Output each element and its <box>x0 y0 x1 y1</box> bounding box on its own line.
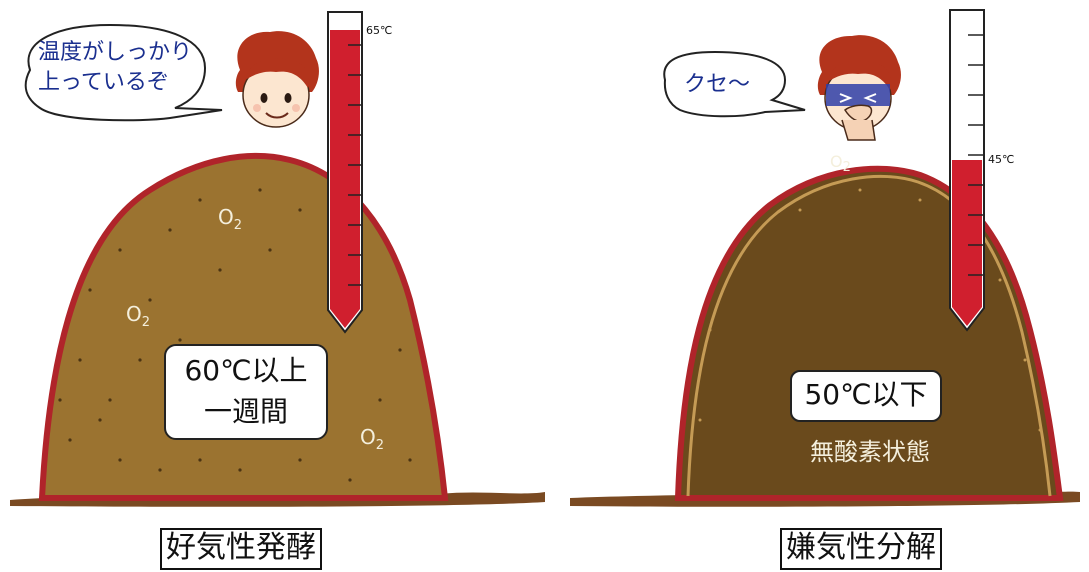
left-speech-line-2: 上っているぞ <box>38 70 169 95</box>
disgusted-boy-icon <box>817 35 901 141</box>
left-speech-line-1: 温度がしっかり <box>38 40 193 65</box>
right-mound-inner-edge <box>686 174 1052 497</box>
left-info-line-1: 60℃以上 <box>184 354 308 387</box>
right-speech-bubble <box>663 50 806 118</box>
happy-boy-icon <box>235 31 319 128</box>
left-info-box: 60℃以上 一週間 <box>164 344 328 440</box>
right-state-label: 無酸素状態 <box>810 438 930 466</box>
right-info-line-1: 50℃以下 <box>804 378 928 411</box>
left-caption: 好気性発酵 <box>160 528 322 570</box>
left-thermometer-reading: 65℃ <box>366 24 393 37</box>
left-compost-mound <box>38 153 449 501</box>
right-speech-line-1: クセ〜 <box>684 72 751 97</box>
left-o2-label-1: O2 <box>218 205 243 233</box>
left-speech-bubble <box>24 23 223 122</box>
left-o2-label-2: O2 <box>126 302 151 330</box>
left-info-line-2: 一週間 <box>203 395 288 428</box>
right-caption: 嫌気性分解 <box>780 528 942 570</box>
left-o2-label-3: O2 <box>360 425 385 453</box>
right-thermometer-reading: 45℃ <box>988 153 1015 166</box>
right-o2-label: O2 <box>830 152 851 176</box>
left-thermometer <box>327 11 363 334</box>
right-thermometer <box>949 9 985 332</box>
right-info-box: 50℃以下 <box>790 370 942 422</box>
